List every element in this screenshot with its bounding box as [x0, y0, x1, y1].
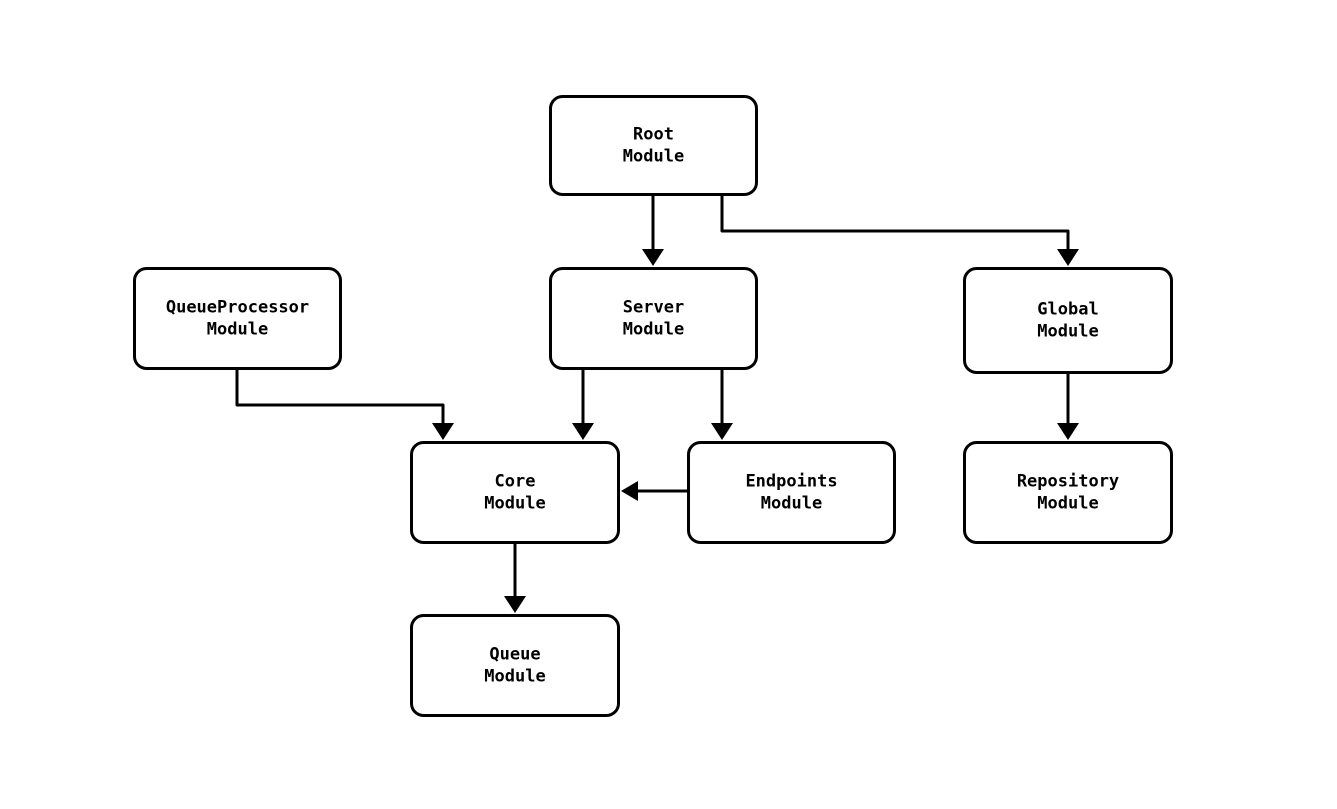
repository-module-node-label-line2: Module [1037, 494, 1098, 514]
queueprocessor-module-node-label-line1: QueueProcessor [166, 298, 309, 318]
edge-server-to-core-arrowhead [572, 423, 594, 440]
server-module-node-label-line2: Module [623, 320, 684, 340]
root-module-node-label-line1: Root [633, 125, 674, 145]
queue-module-node-label-line1: Queue [489, 645, 540, 665]
edge-endpoints-to-core-arrowhead [621, 481, 638, 501]
edge-root-to-server-arrowhead [642, 249, 664, 266]
endpoints-module-node-label-line2: Module [761, 494, 822, 514]
root-module-node-box[interactable] [549, 95, 758, 196]
server-module-node-label-line1: Server [623, 298, 684, 318]
edge-queueprocessor-to-core [235, 370, 454, 440]
queueprocessor-module-node-box[interactable] [133, 267, 342, 370]
edges-layer [235, 196, 1079, 613]
edge-queueprocessor-to-core-arrowhead [432, 423, 454, 440]
queue-module-node-box[interactable] [410, 614, 620, 717]
edge-server-to-core [572, 370, 594, 440]
edge-root-to-global-line [720, 196, 1070, 252]
edge-root-to-global-arrowhead [1057, 249, 1079, 266]
edge-endpoints-to-core [621, 481, 687, 501]
nodes-layer: RootModuleQueueProcessorModuleServerModu… [133, 95, 1173, 717]
edge-server-to-endpoints [711, 370, 733, 440]
edge-queueprocessor-to-core-line [235, 370, 445, 426]
endpoints-module-node-label-line1: Endpoints [745, 472, 837, 492]
edge-core-to-queue [504, 544, 526, 613]
repository-module-node-box[interactable] [963, 441, 1173, 544]
endpoints-module-node-box[interactable] [687, 441, 896, 544]
queue-module-node-label-line2: Module [484, 667, 545, 687]
edge-core-to-queue-arrowhead [504, 596, 526, 613]
edge-global-to-repository-arrowhead [1057, 423, 1079, 440]
edge-root-to-server [642, 196, 664, 266]
global-module-node-label-line2: Module [1037, 322, 1098, 342]
core-module-node-box[interactable] [410, 441, 620, 544]
queueprocessor-module-node-label-line2: Module [207, 320, 268, 340]
repository-module-node-label-line1: Repository [1017, 472, 1119, 492]
server-module-node-box[interactable] [549, 267, 758, 370]
edge-root-to-global [720, 196, 1079, 266]
root-module-node-label-line2: Module [623, 147, 684, 167]
global-module-node-box[interactable] [963, 267, 1173, 374]
global-module-node-label-line1: Global [1037, 300, 1098, 320]
core-module-node-label-line1: Core [495, 472, 536, 492]
edge-global-to-repository [1057, 374, 1079, 440]
edge-server-to-endpoints-arrowhead [711, 423, 733, 440]
core-module-node-label-line2: Module [484, 494, 545, 514]
